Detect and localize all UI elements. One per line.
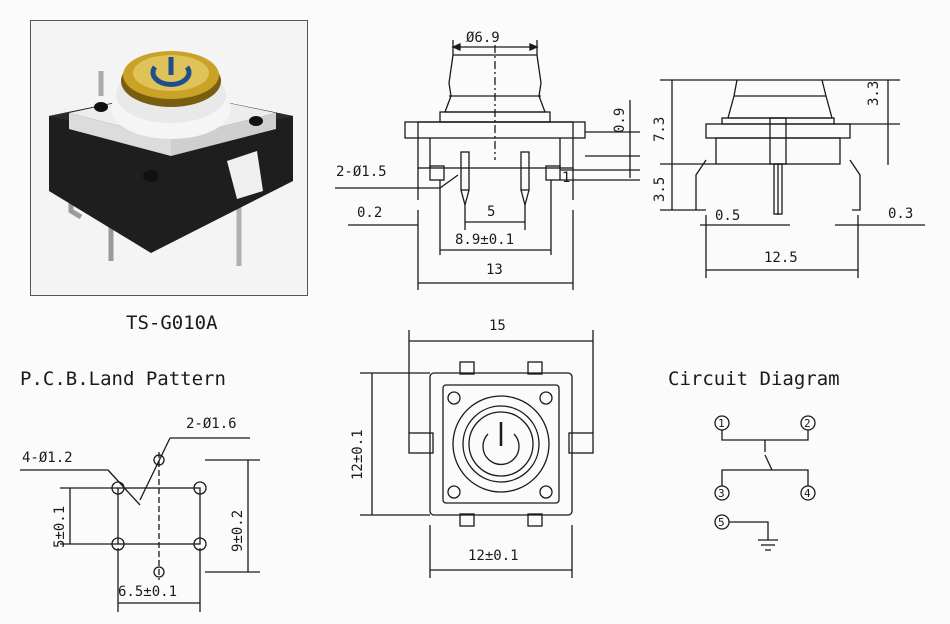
dim-pin-length: 3.5 bbox=[652, 176, 668, 202]
dim-pin-gap: 0.9 bbox=[612, 107, 628, 133]
pin-5-label: 5 bbox=[718, 516, 725, 529]
product-photo-frame bbox=[30, 20, 308, 296]
model-label: TS-G010A bbox=[126, 312, 218, 334]
dim-cap-height: 3.3 bbox=[866, 80, 882, 106]
pin-3-label: 3 bbox=[718, 487, 725, 500]
dim-pin-hole: 2-Ø1.5 bbox=[336, 164, 387, 180]
dim-lead-span: 12.5 bbox=[764, 250, 798, 266]
dim-edge-gap: 0.2 bbox=[357, 205, 383, 221]
dim-cap-diameter: Ø6.9 bbox=[466, 30, 500, 46]
dim-pin-thickness: 0.3 bbox=[888, 206, 914, 222]
land-pattern-drawing bbox=[20, 437, 260, 612]
land-pattern-title: P.C.B.Land Pattern bbox=[20, 368, 226, 390]
dim-body-width: 13 bbox=[486, 262, 503, 278]
pin-2-label: 2 bbox=[804, 417, 811, 430]
dim-pin-width: 0.5 bbox=[715, 208, 741, 224]
side-view-drawing bbox=[660, 79, 925, 278]
dim-top-body-width: 12±0.1 bbox=[468, 548, 519, 564]
product-photo bbox=[49, 51, 293, 266]
dim-small-holes: 2-Ø1.6 bbox=[186, 416, 237, 432]
dim-pin-pitch: 5 bbox=[487, 204, 496, 220]
front-view-drawing bbox=[335, 40, 640, 290]
dim-total-height: 7.3 bbox=[652, 116, 668, 142]
dim-body-height: 12±0.1 bbox=[350, 429, 366, 480]
top-view-drawing bbox=[360, 330, 594, 578]
dim-large-holes: 4-Ø1.2 bbox=[22, 450, 73, 466]
dim-pin-offset: 1 bbox=[562, 170, 571, 186]
circuit-diagram-title: Circuit Diagram bbox=[668, 368, 840, 390]
dim-pin-span: 8.9±0.1 bbox=[455, 232, 515, 248]
dim-row-pitch: 5±0.1 bbox=[52, 505, 68, 548]
dim-overall-width: 15 bbox=[489, 318, 506, 334]
circuit-diagram-drawing bbox=[714, 415, 816, 551]
pin-4-label: 4 bbox=[804, 487, 811, 500]
dim-column-pitch: 6.5±0.1 bbox=[118, 584, 178, 600]
pin-1-label: 1 bbox=[718, 417, 725, 430]
dim-outer-pitch: 9±0.2 bbox=[230, 509, 246, 552]
